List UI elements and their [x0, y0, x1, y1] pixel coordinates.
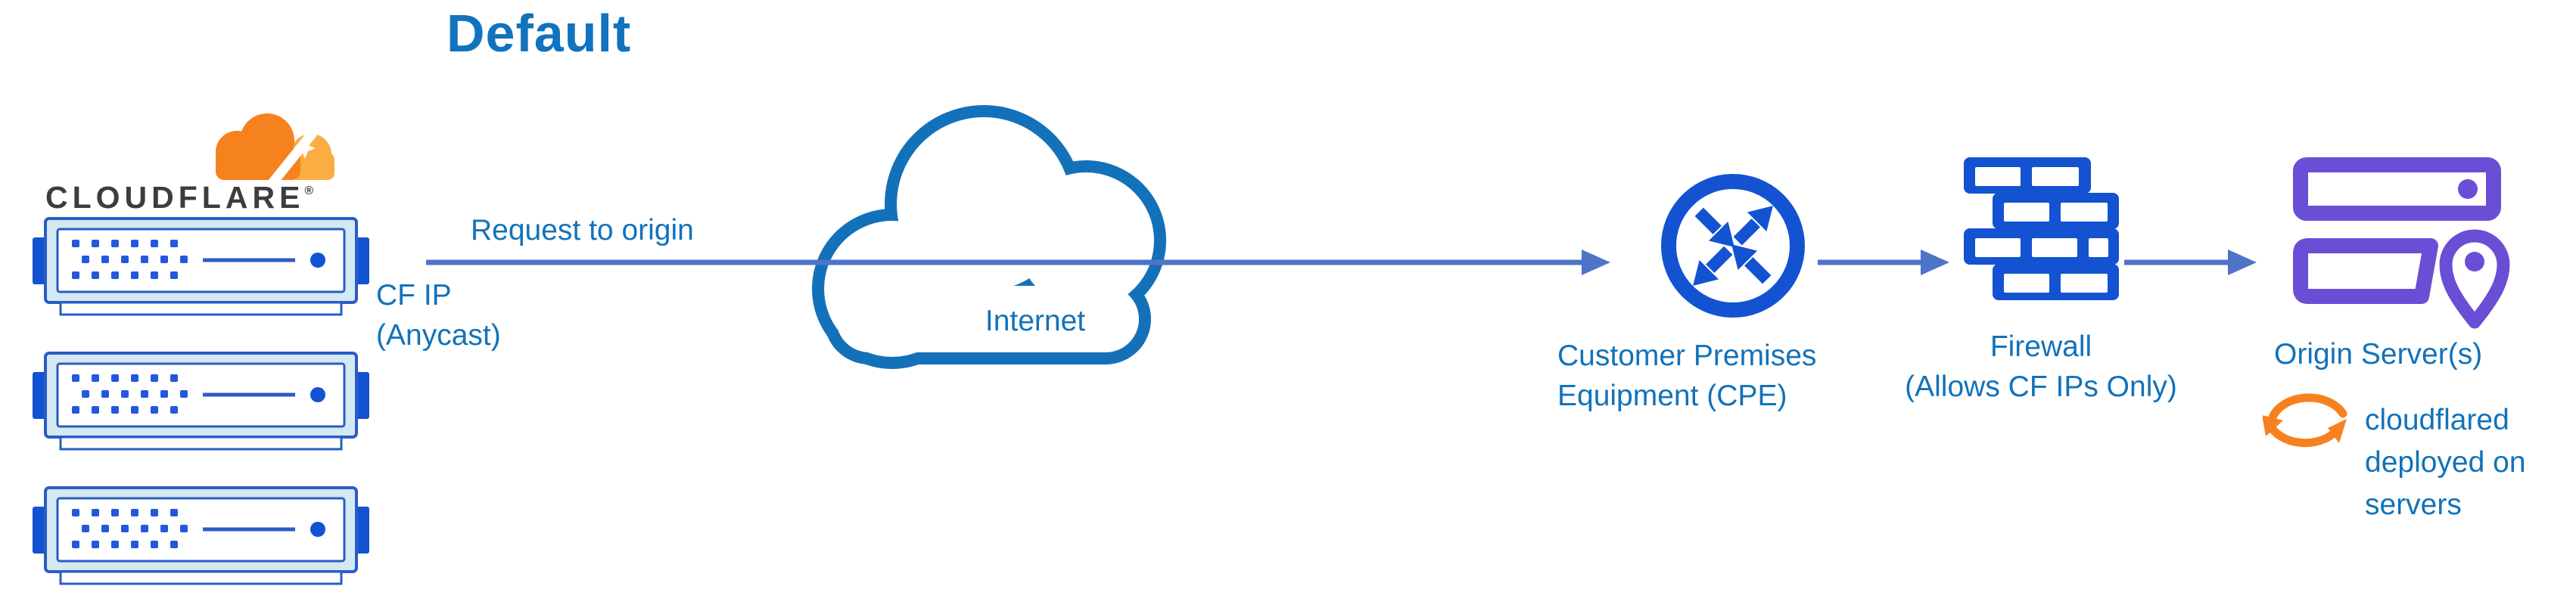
diagram-title: Default	[446, 4, 632, 63]
cf-ip-anycast-label: CF IP (Anycast)	[376, 275, 501, 355]
cf-ip-line: CF IP	[376, 279, 452, 312]
firewall-label-line1: Firewall	[1990, 330, 2092, 363]
cloudflared-note: cloudflared deployed on servers	[2365, 399, 2526, 526]
cpe-label: Customer Premises Equipment (CPE)	[1557, 336, 1816, 416]
server-rack-icon	[33, 217, 369, 317]
request-to-origin-label: Request to origin	[471, 214, 694, 247]
router-arrows-icon	[1661, 174, 1805, 318]
server-rack-icon	[33, 486, 369, 586]
cloudflare-cloud-icon	[216, 113, 334, 186]
firewall-label-line2: (Allows CF IPs Only)	[1905, 371, 2177, 403]
cpe-label-line2: Equipment (CPE)	[1557, 380, 1787, 412]
anycast-line: (Anycast)	[376, 319, 501, 352]
sync-arrows-icon	[2263, 393, 2347, 448]
internet-label: Internet	[985, 305, 1086, 337]
cpe-label-line1: Customer Premises	[1557, 340, 1817, 372]
server-rack-icon	[33, 352, 369, 451]
cloudflared-note-line2: deployed on	[2365, 446, 2526, 479]
server-location-pin-icon	[2293, 157, 2510, 329]
cloudflare-wordmark-text: CLOUDFLARE	[45, 180, 305, 215]
internet-cloud-icon	[812, 105, 1166, 369]
origin-servers-label: Origin Server(s)	[2274, 338, 2483, 371]
cloudflared-note-line1: cloudflared	[2365, 404, 2509, 436]
cloudflare-wordmark: CLOUDFLARE®	[45, 180, 313, 216]
brick-wall-icon	[1964, 157, 2119, 300]
firewall-label: Firewall (Allows CF IPs Only)	[1874, 327, 2207, 407]
registered-trademark: ®	[304, 185, 314, 197]
cloudflared-note-line3: servers	[2365, 488, 2462, 521]
